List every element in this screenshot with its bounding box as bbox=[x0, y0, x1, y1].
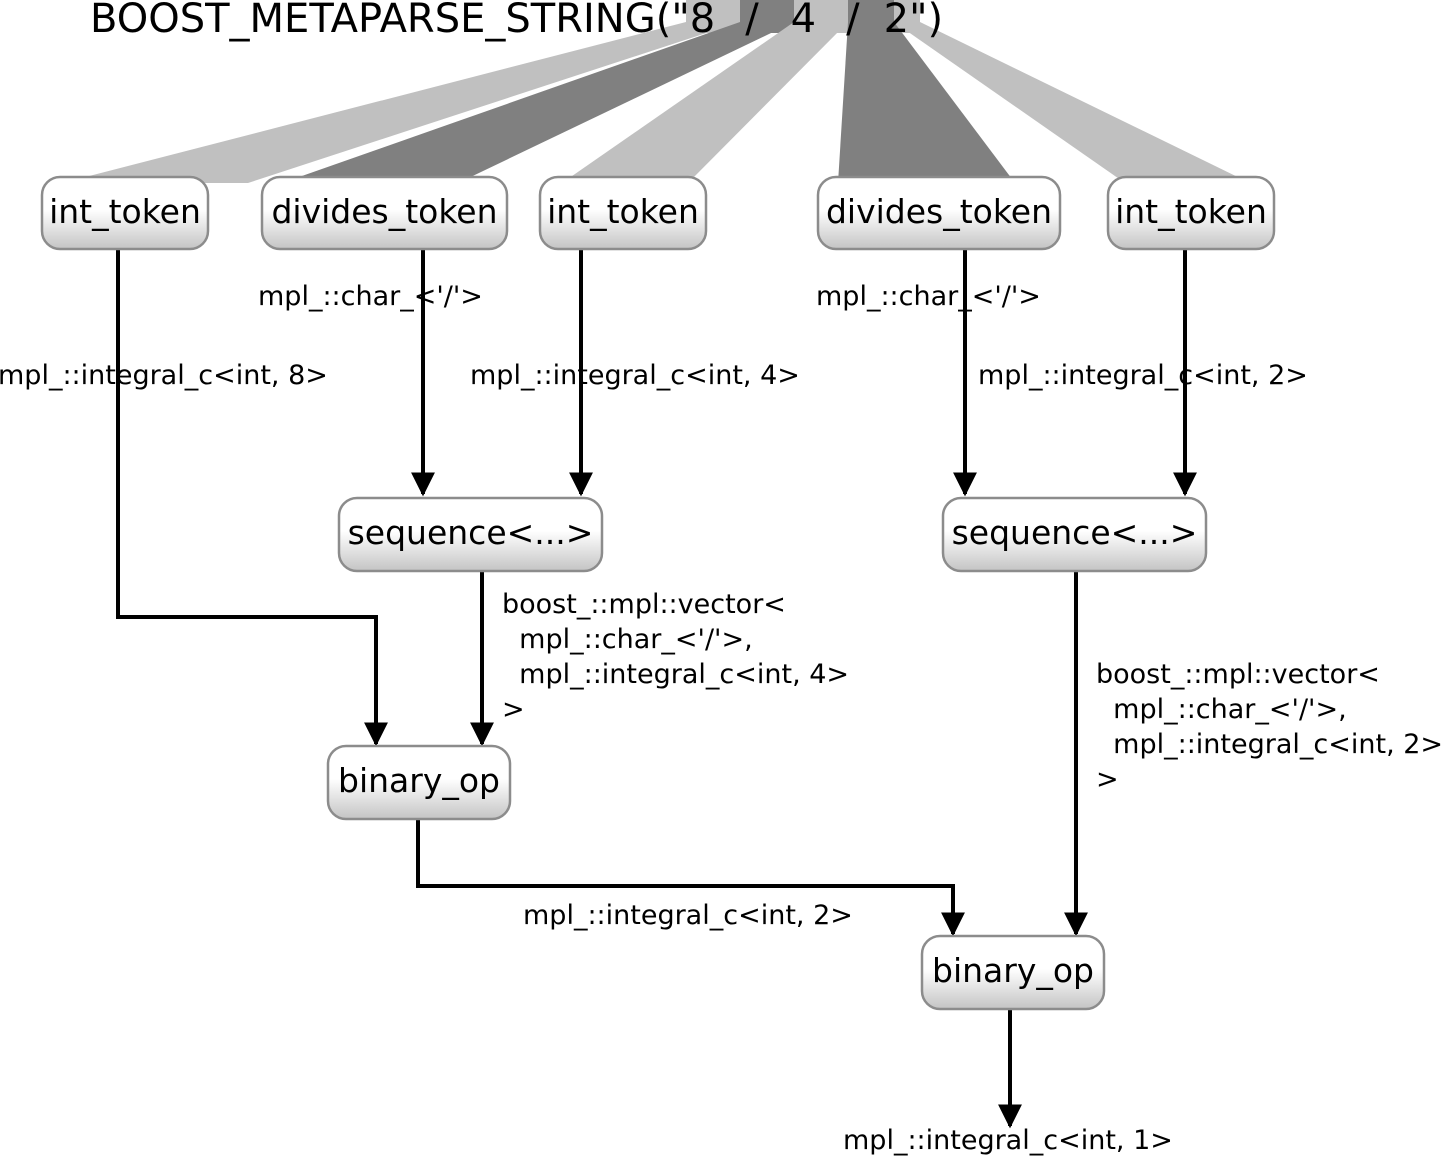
node-int-token-3[interactable]: int_token bbox=[1106, 175, 1276, 251]
edge-label-int-token-2: mpl_::integral_c<int, 4> bbox=[470, 360, 800, 391]
node-divides-token-2[interactable]: divides_token bbox=[816, 175, 1062, 251]
edge-label-int-token-3: mpl_::integral_c<int, 2> bbox=[978, 360, 1308, 391]
node-label: int_token bbox=[49, 192, 201, 231]
edge-label-binary-op-1: mpl_::integral_c<int, 2> bbox=[523, 900, 853, 931]
node-label: sequence<...> bbox=[952, 513, 1198, 552]
node-label: int_token bbox=[547, 192, 699, 231]
node-sequence-2[interactable]: sequence<...> bbox=[941, 496, 1208, 573]
band-4-to-int-token-2 bbox=[562, 22, 848, 183]
edge-label-divides-token-1: mpl_::char_<'/'> bbox=[258, 281, 483, 312]
node-binary-op-1[interactable]: binary_op bbox=[326, 744, 512, 821]
node-label: binary_op bbox=[338, 761, 500, 800]
edge-label-sequence-2: boost_::mpl::vector< mpl_::char_<'/'>, m… bbox=[1096, 659, 1443, 795]
node-label: divides_token bbox=[826, 192, 1052, 231]
source-string: BOOST_METAPARSE_STRING("8/4/2") bbox=[90, 0, 943, 42]
node-label: sequence<...> bbox=[348, 513, 594, 552]
edge-int-token-1-to-binary-op-1 bbox=[116, 250, 388, 747]
band-2-to-int-token-3 bbox=[894, 22, 1250, 183]
node-label: int_token bbox=[1115, 192, 1267, 231]
node-binary-op-2[interactable]: binary_op bbox=[920, 934, 1106, 1011]
edge-label-sequence-1: boost_::mpl::vector< mpl_::char_<'/'>, m… bbox=[0, 0, 892, 725]
edge-label-int-token-1: mpl_::integral_c<int, 8> bbox=[0, 360, 328, 391]
result-label: mpl_::integral_c<int, 1> bbox=[843, 1125, 1173, 1156]
edge-binary-op-1-to-binary-op-2 bbox=[416, 820, 965, 937]
edge-label-divides-token-2: mpl_::char_<'/'> bbox=[816, 281, 1041, 312]
band-slash-to-divides-token-1 bbox=[282, 22, 794, 183]
node-label: divides_token bbox=[271, 192, 497, 231]
node-int-token-2[interactable]: int_token bbox=[538, 175, 708, 251]
band-8-to-int-token-1 bbox=[62, 22, 740, 183]
node-sequence-1[interactable]: sequence<...> bbox=[337, 496, 604, 573]
node-divides-token-1[interactable]: divides_token bbox=[260, 175, 509, 251]
node-int-token-1[interactable]: int_token bbox=[40, 175, 210, 251]
node-label: binary_op bbox=[932, 951, 1094, 990]
band-slash-to-divides-token-2 bbox=[838, 22, 1015, 183]
